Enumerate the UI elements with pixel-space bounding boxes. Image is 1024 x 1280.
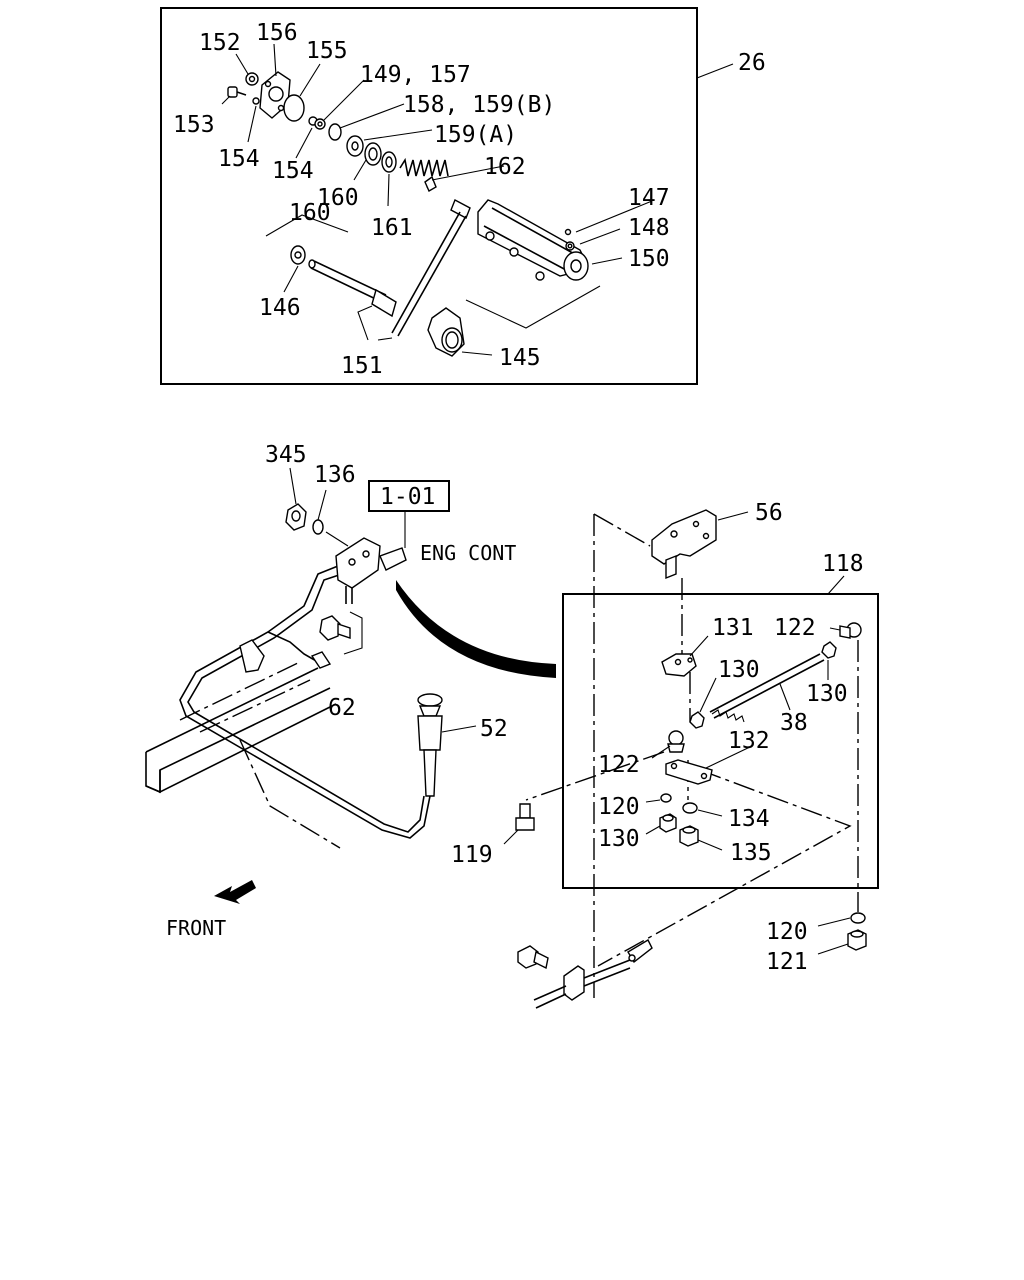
label-front: FRONT [166,916,226,940]
label-160b: 160 [289,200,331,226]
label-145: 145 [499,345,541,371]
label-150: 150 [628,246,670,272]
label-153: 153 [173,112,215,138]
label-119: 119 [451,842,493,868]
leader-120b [817,917,851,927]
label-26: 26 [738,50,766,76]
label-38: 38 [780,710,808,736]
part-149-157 [314,118,326,130]
part-cylinder-body [477,199,589,281]
part-156 [259,71,291,119]
leader-136-bracket [325,531,349,547]
label-136: 136 [314,462,356,488]
dashed-linkage [525,513,859,998]
part-159a [346,135,364,157]
part-162-spring [399,157,449,190]
leader-118 [827,575,845,595]
top-detail-box [160,7,698,385]
label-345: 345 [265,442,307,468]
label-156: 156 [256,20,298,46]
label-160a: 160 [317,185,359,211]
frame-rail [145,661,341,849]
top-leader-lines [221,43,734,356]
part-122a-joint [829,622,862,639]
label-130a: 130 [718,657,760,683]
ref-box-1-01 [368,480,450,512]
part-161 [381,151,397,173]
label-eng-cont: ENG CONT [420,541,516,565]
part-119-bolt [503,803,535,845]
label-152: 152 [199,30,241,56]
part-146-shaft [290,245,397,318]
label-52: 52 [480,716,508,742]
label-162: 162 [484,154,526,180]
part-130c-nut [645,813,677,835]
label-56: 56 [755,500,783,526]
label-134: 134 [728,806,770,832]
label-132: 132 [728,728,770,754]
part-160 [364,142,382,166]
lower-linkage [517,939,653,1009]
label-120b: 120 [766,919,808,945]
curved-arrow [396,580,556,678]
part-152 [245,72,259,86]
part-151-rod [391,199,471,337]
label-146: 146 [259,295,301,321]
part-38-rod [709,653,825,723]
label-149-157: 149, 157 [360,62,471,88]
label-1-01: 1-01 [380,484,435,510]
label-120a: 120 [598,794,640,820]
part-131-plate [661,635,709,677]
label-154a: 154 [218,146,260,172]
eng-cont-bracket [335,537,407,604]
top-detail-group [160,7,734,385]
label-151: 151 [341,353,383,379]
label-62: 62 [328,695,356,721]
part-122b-joint [651,730,685,759]
label-161: 161 [371,215,413,241]
part-52-knob [417,693,477,797]
front-arrow-icon [214,880,256,904]
part-153 [227,86,247,98]
leader-120a [645,799,661,803]
part-158-159b [328,123,342,141]
label-122a: 122 [774,615,816,641]
part-121-nut [817,929,867,955]
label-121: 121 [766,949,808,975]
part-56-bracket [651,509,749,580]
label-154b: 154 [272,158,314,184]
part-154a [252,97,260,105]
callout-labels: 152 156 155 149, 157 153 158, 159(B) 154… [166,20,864,975]
part-134-washer [682,802,698,814]
label-147: 147 [628,185,670,211]
label-122b: 122 [598,752,640,778]
part-155 [283,94,305,122]
label-155: 155 [306,38,348,64]
part-345-nut [285,467,307,531]
part-135-nut [679,825,723,851]
label-148: 148 [628,215,670,241]
part-120b-washer [850,912,866,924]
part-130a-nut [689,677,717,729]
part-120a-washer [660,793,672,803]
label-130b: 130 [806,681,848,707]
cable-harness [179,565,431,839]
part-162-pin [424,175,437,192]
leader-134 [697,809,723,817]
part-132-plate [665,745,753,785]
label-131: 131 [712,615,754,641]
label-158-159b: 158, 159(B) [403,92,555,118]
label-135: 135 [730,840,772,866]
label-130c: 130 [598,826,640,852]
part-136-washer [312,489,327,535]
part-130b-nut [821,641,837,680]
label-118: 118 [822,551,864,577]
part-62-bolt [319,611,363,655]
label-159a: 159(A) [434,122,517,148]
part-145-bracket [427,307,465,357]
detail-box-118 [562,593,879,889]
